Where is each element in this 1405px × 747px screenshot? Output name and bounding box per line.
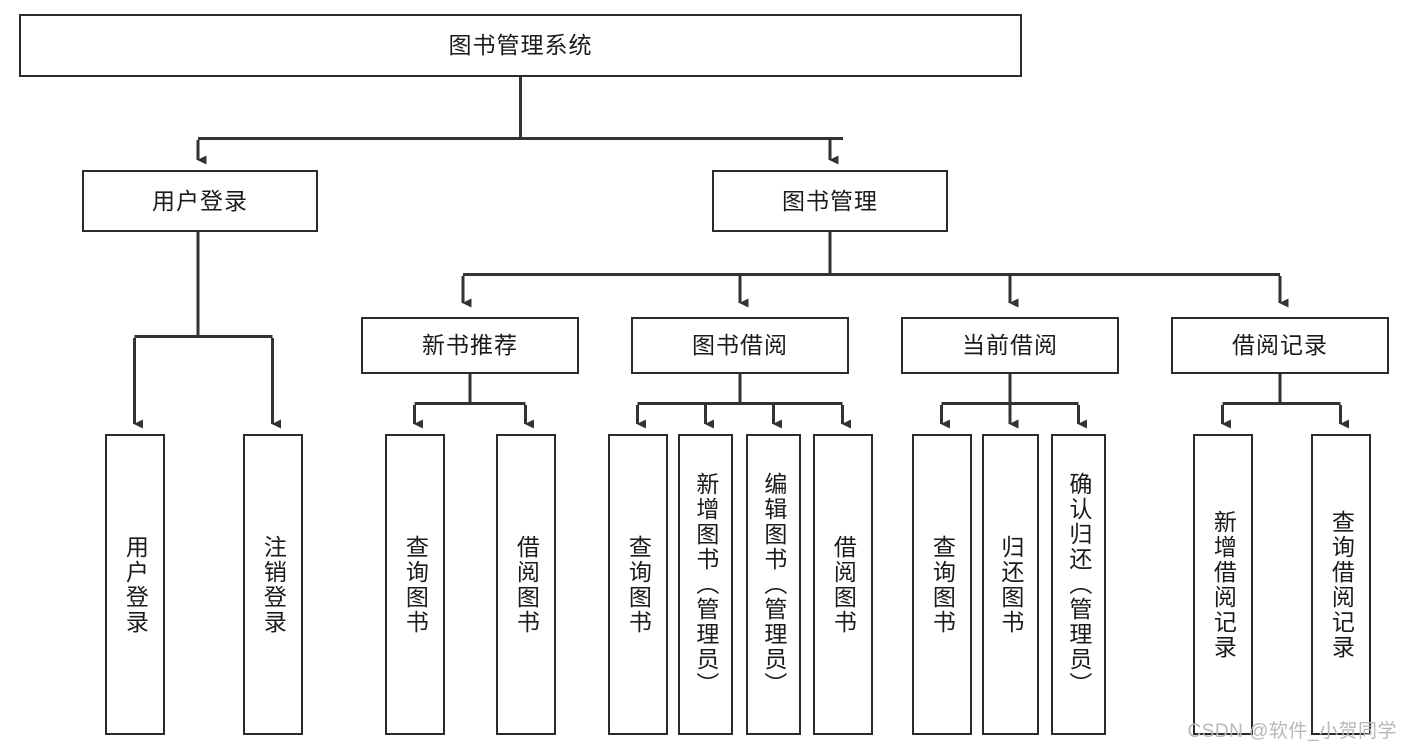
node-root-label: 图书管理系统 <box>448 32 593 59</box>
node-leaf-edit-book[interactable]: 编辑图书（管理员） <box>746 434 801 735</box>
node-borrow-record-label: 借阅记录 <box>1232 332 1328 359</box>
node-book-borrow-label: 图书借阅 <box>692 332 788 359</box>
node-leaf-add-record-label: 新增借阅记录 <box>1210 509 1237 660</box>
node-root[interactable]: 图书管理系统 <box>19 14 1022 77</box>
node-leaf-query-book-3[interactable]: 查询图书 <box>912 434 972 735</box>
node-leaf-return-book-label: 归还图书 <box>997 534 1024 635</box>
node-leaf-logout[interactable]: 注销登录 <box>243 434 303 735</box>
node-book-manage-label: 图书管理 <box>782 187 878 214</box>
node-leaf-borrow-book-2[interactable]: 借阅图书 <box>813 434 873 735</box>
node-leaf-query-book-2[interactable]: 查询图书 <box>608 434 668 735</box>
node-leaf-borrow-book-1-label: 借阅图书 <box>513 534 540 635</box>
node-leaf-query-book-1[interactable]: 查询图书 <box>385 434 445 735</box>
watermark-text: CSDN @软件_小贺同学 <box>1187 721 1397 742</box>
node-leaf-add-book-label: 新增图书（管理员） <box>692 472 719 697</box>
node-leaf-confirm-return[interactable]: 确认归还（管理员） <box>1051 434 1106 735</box>
node-borrow-record[interactable]: 借阅记录 <box>1171 317 1389 374</box>
node-leaf-query-book-3-label: 查询图书 <box>929 534 956 635</box>
node-leaf-user-login[interactable]: 用户登录 <box>105 434 165 735</box>
node-leaf-add-record[interactable]: 新增借阅记录 <box>1193 434 1253 735</box>
node-user-login-label: 用户登录 <box>152 187 248 214</box>
node-book-borrow[interactable]: 图书借阅 <box>631 317 849 374</box>
node-leaf-borrow-book-1[interactable]: 借阅图书 <box>496 434 556 735</box>
node-leaf-logout-label: 注销登录 <box>260 534 287 635</box>
node-leaf-query-record-label: 查询借阅记录 <box>1328 509 1355 660</box>
node-leaf-query-book-2-label: 查询图书 <box>625 534 652 635</box>
node-user-login[interactable]: 用户登录 <box>82 170 318 232</box>
node-leaf-query-record[interactable]: 查询借阅记录 <box>1311 434 1371 735</box>
node-leaf-return-book[interactable]: 归还图书 <box>982 434 1039 735</box>
node-book-manage[interactable]: 图书管理 <box>712 170 948 232</box>
node-leaf-query-book-1-label: 查询图书 <box>402 534 429 635</box>
node-leaf-borrow-book-2-label: 借阅图书 <box>830 534 857 635</box>
node-current-borrow-label: 当前借阅 <box>962 332 1058 359</box>
node-new-book-recommend[interactable]: 新书推荐 <box>361 317 579 374</box>
node-leaf-user-login-label: 用户登录 <box>122 534 149 635</box>
node-current-borrow[interactable]: 当前借阅 <box>901 317 1119 374</box>
node-new-book-recommend-label: 新书推荐 <box>422 332 518 359</box>
node-leaf-add-book[interactable]: 新增图书（管理员） <box>678 434 733 735</box>
node-leaf-edit-book-label: 编辑图书（管理员） <box>760 472 787 697</box>
node-leaf-confirm-return-label: 确认归还（管理员） <box>1065 472 1092 697</box>
